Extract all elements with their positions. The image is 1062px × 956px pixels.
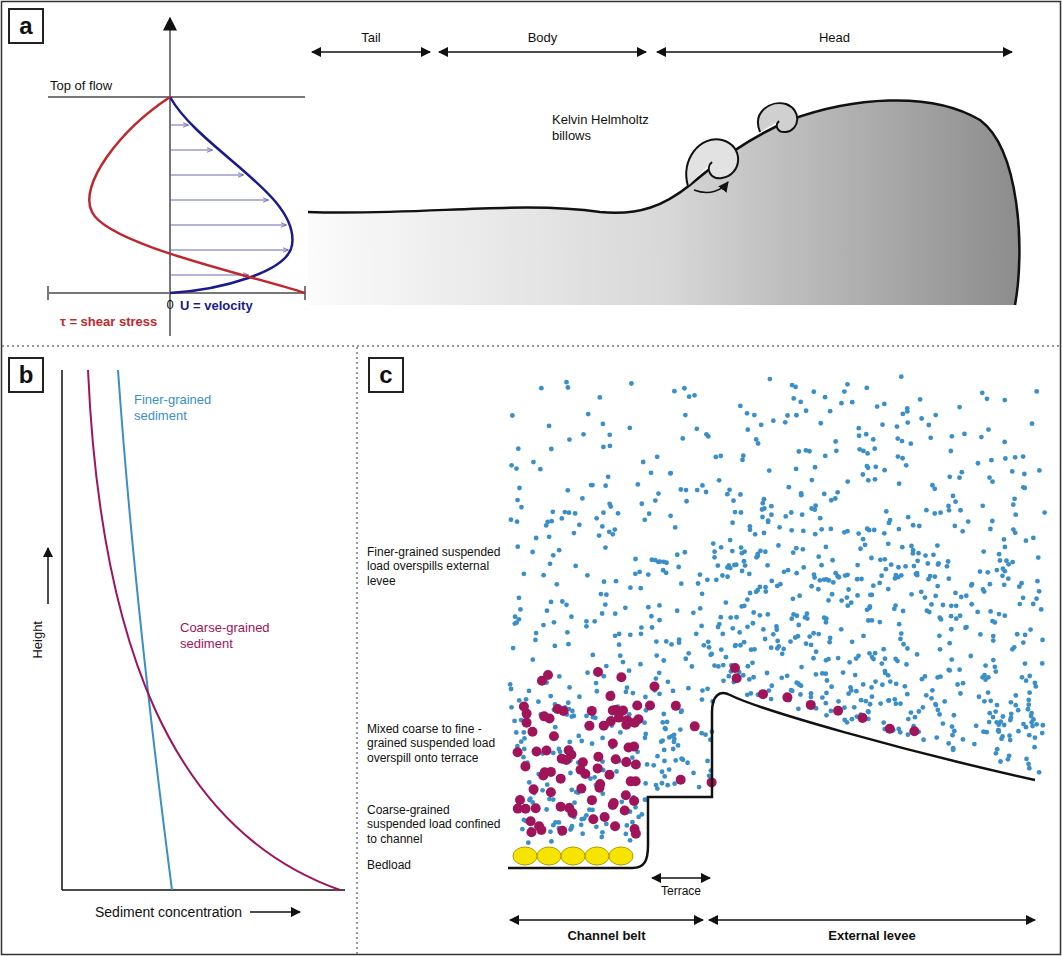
channel-levee-profile <box>508 693 1035 868</box>
concentration-axes <box>48 370 345 898</box>
turbidity-current <box>308 100 1019 305</box>
zone-label: Finer-grained suspended load overspills … <box>367 545 505 588</box>
velocity-arrows <box>170 125 288 275</box>
panel-letter-box: b <box>8 357 44 393</box>
zone-label: Bedload <box>367 858 447 872</box>
panel-letter: a <box>19 14 32 38</box>
zone-label: Coarse-grained suspended load confined t… <box>367 803 505 846</box>
span-arrows <box>312 51 1012 53</box>
curve-label: Finer-grained sediment <box>134 392 229 423</box>
velocity-profile <box>170 97 292 293</box>
zone-label: Mixed coarse to fine -grained suspended … <box>367 722 505 765</box>
region-label: Head <box>657 30 1012 46</box>
shear-stress-profile <box>89 97 305 293</box>
axis-label: Top of flow <box>50 78 180 94</box>
kelvin-helmholtz-billows <box>686 103 797 192</box>
bedload-grains <box>513 847 633 865</box>
legend-text: τ = shear stress <box>60 314 210 330</box>
axis-arrow <box>250 911 300 913</box>
sediment-dots <box>508 374 1047 845</box>
panel-letter: c <box>379 363 392 387</box>
region-label: Channel belt <box>508 928 705 944</box>
curve-label: Coarse-grained sediment <box>180 620 280 651</box>
axis-label: Height <box>30 618 46 662</box>
axis-origin: 0 <box>160 297 180 313</box>
panel-letter: b <box>19 363 34 387</box>
legend-text: U = velocity <box>180 298 310 314</box>
feature-label: Kelvin Helmholtz billows <box>552 112 680 143</box>
span-arrows <box>510 878 1035 920</box>
panel-letter-box: a <box>8 8 44 44</box>
region-label: Tail <box>312 30 430 46</box>
current-outline <box>308 100 1019 305</box>
coarse-curve <box>88 370 340 890</box>
feature-label: Terrace <box>641 884 721 898</box>
region-label: External levee <box>709 928 1035 944</box>
profile-axes <box>48 18 305 336</box>
region-label: Body <box>439 30 646 46</box>
separator <box>2 345 1060 347</box>
separator <box>356 347 358 954</box>
axis-label: Sediment concentration <box>95 904 255 921</box>
panel-letter-box: c <box>368 357 404 393</box>
